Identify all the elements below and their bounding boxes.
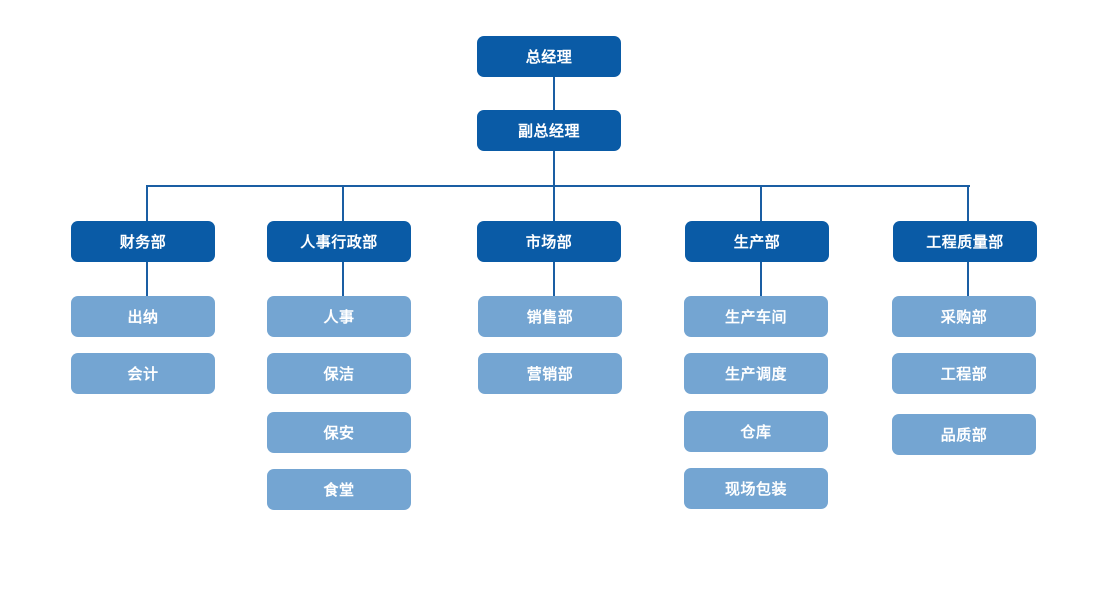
- node-dept-finance: 财务部: [71, 221, 215, 262]
- node-dept-engineering-quality: 工程质量部: [893, 221, 1037, 262]
- node-marketing-promotion: 营销部: [478, 353, 622, 394]
- node-general-manager: 总经理: [477, 36, 621, 77]
- connector-bus-dept-quality: [967, 185, 969, 221]
- node-hr-security: 保安: [267, 412, 411, 453]
- connector-bus-dept-production: [760, 185, 762, 221]
- node-deputy-general-manager: 副总经理: [477, 110, 621, 151]
- node-dept-marketing: 市场部: [477, 221, 621, 262]
- node-dept-production: 生产部: [685, 221, 829, 262]
- node-finance-accounting: 会计: [71, 353, 215, 394]
- node-quality-purchasing: 采购部: [892, 296, 1036, 337]
- connector-ceo-deputy: [553, 76, 555, 110]
- node-hr-cleaning: 保洁: [267, 353, 411, 394]
- node-production-warehouse: 仓库: [684, 411, 828, 452]
- connector-dept-hr-child: [342, 261, 344, 296]
- node-production-workshop: 生产车间: [684, 296, 828, 337]
- node-production-packaging: 现场包装: [684, 468, 828, 509]
- connector-horizontal-bus: [146, 185, 970, 187]
- node-hr-personnel: 人事: [267, 296, 411, 337]
- node-hr-canteen: 食堂: [267, 469, 411, 510]
- node-finance-cashier: 出纳: [71, 296, 215, 337]
- node-marketing-sales: 销售部: [478, 296, 622, 337]
- connector-bus-dept-marketing: [553, 185, 555, 221]
- connector-dept-finance-child: [146, 261, 148, 296]
- node-production-scheduling: 生产调度: [684, 353, 828, 394]
- connector-dept-quality-child: [967, 261, 969, 296]
- node-quality-quality-control: 品质部: [892, 414, 1036, 455]
- connector-dept-production-child: [760, 261, 762, 296]
- connector-bus-dept-finance: [146, 185, 148, 221]
- connector-deputy-trunk: [553, 150, 555, 186]
- connector-bus-dept-hr: [342, 185, 344, 221]
- connector-dept-marketing-child: [553, 261, 555, 296]
- node-quality-engineering: 工程部: [892, 353, 1036, 394]
- node-dept-hr-admin: 人事行政部: [267, 221, 411, 262]
